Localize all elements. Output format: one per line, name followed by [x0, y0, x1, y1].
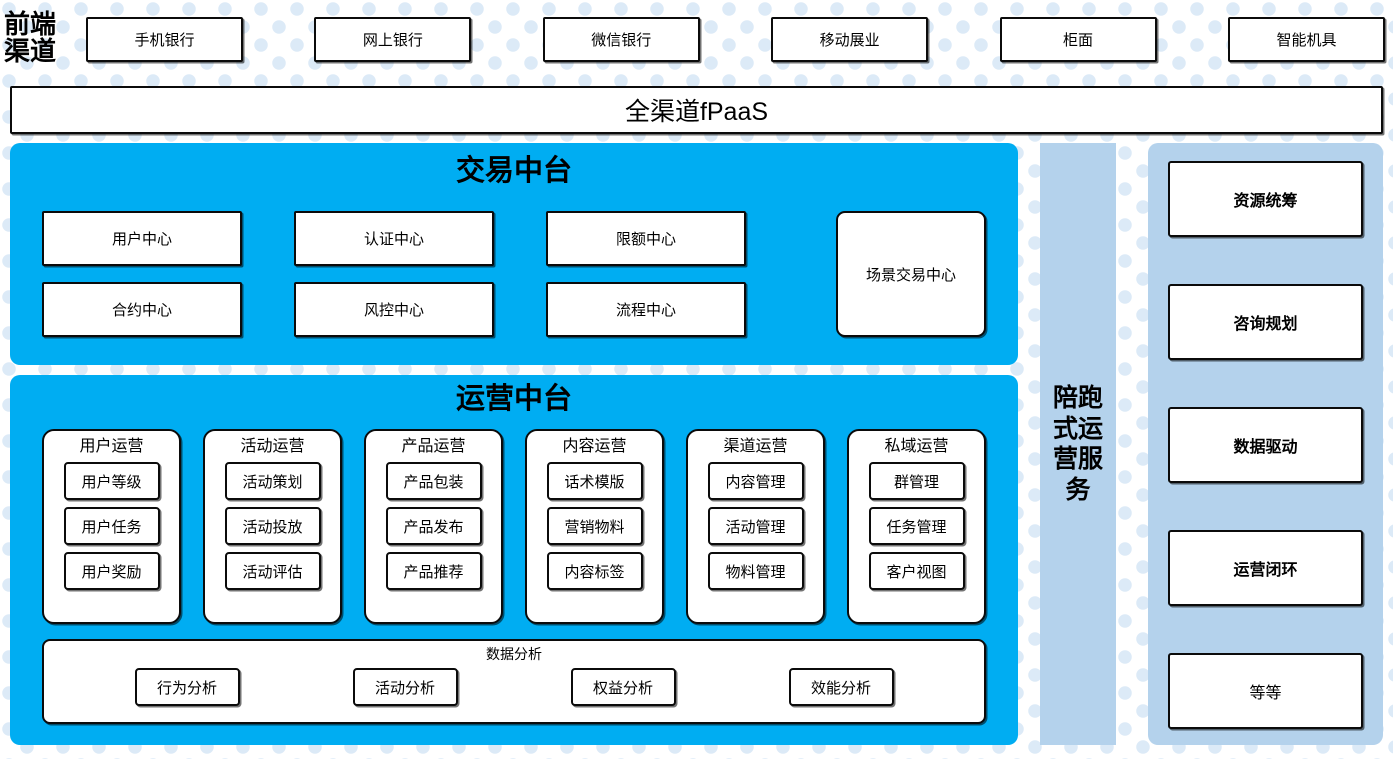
ops-item-customer-view[interactable]: 客户视图: [868, 552, 965, 591]
channel-title-line-2: 渠道: [4, 37, 57, 66]
trade-center-auth[interactable]: 认证中心: [294, 211, 494, 266]
channel-item-mobile-bank[interactable]: 手机银行: [86, 16, 243, 62]
ops-item-material-management[interactable]: 物料管理: [707, 552, 804, 591]
ops-column-private-domain-title: 私域运营: [884, 438, 949, 455]
ops-item-content-management[interactable]: 内容管理: [707, 462, 804, 501]
capability-item-resource-coordination[interactable]: 资源统筹: [1168, 161, 1363, 237]
ops-column-user[interactable]: 用户运营 用户等级 用户任务 用户奖励: [42, 429, 181, 624]
ops-column-product-title: 产品运营: [401, 438, 466, 455]
ops-column-content-title: 内容运营: [562, 438, 627, 455]
ops-item-campaign-evaluation[interactable]: 活动评估: [224, 552, 321, 591]
ops-item-product-recommend[interactable]: 产品推荐: [385, 552, 482, 591]
channel-title-line-1: 前端: [4, 10, 57, 40]
ops-column-campaign-title: 活动运营: [240, 438, 305, 455]
ops-column-product[interactable]: 产品运营 产品包装 产品发布 产品推荐: [364, 429, 503, 624]
trade-middle-platform-title: 交易中台: [455, 155, 572, 187]
channel-item-wechat-bank[interactable]: 微信银行: [542, 16, 700, 62]
omnichannel-fpaas-bar[interactable]: 全渠道fPaaS: [10, 86, 1383, 134]
trade-middle-platform-panel: 交易中台 用户中心 认证中心 限额中心 合约中心 风控中心 流程中心 场景交易中…: [10, 143, 1018, 365]
channel-item-online-bank[interactable]: 网上银行: [314, 16, 472, 62]
accompanying-operation-service-column: 陪跑式运营服务: [1040, 143, 1116, 745]
ops-item-campaign-delivery[interactable]: 活动投放: [224, 507, 321, 546]
capability-panel: 资源统筹 咨询规划 数据驱动 运营闭环 等等: [1148, 143, 1383, 745]
accompanying-operation-service-label: 陪跑式运营服务: [1052, 384, 1103, 504]
trade-center-process[interactable]: 流程中心: [546, 282, 746, 337]
ops-item-marketing-material[interactable]: 营销物料: [546, 507, 643, 546]
trade-center-limit[interactable]: 限额中心: [546, 211, 746, 266]
operation-column-list: 用户运营 用户等级 用户任务 用户奖励 活动运营 活动策划 活动投放 活动评估 …: [42, 429, 986, 624]
channel-item-mobile-business[interactable]: 移动展业: [771, 16, 929, 62]
ops-column-channel[interactable]: 渠道运营 内容管理 活动管理 物料管理: [686, 429, 825, 624]
capability-item-data-driven[interactable]: 数据驱动: [1168, 407, 1363, 483]
front-end-channel-title: 前端 渠道: [0, 12, 86, 65]
ops-item-user-reward[interactable]: 用户奖励: [63, 552, 160, 591]
data-analysis-behavior[interactable]: 行为分析: [134, 668, 240, 707]
data-analysis-efficiency[interactable]: 效能分析: [788, 668, 894, 707]
trade-center-contract[interactable]: 合约中心: [42, 282, 242, 337]
front-end-channel-row: 前端 渠道 手机银行 网上银行 微信银行 移动展业 柜面 智能机具: [0, 0, 1393, 78]
ops-column-user-title: 用户运营: [79, 438, 144, 455]
ops-column-channel-title: 渠道运营: [723, 438, 788, 455]
data-analysis-title: 数据分析: [486, 646, 542, 662]
ops-item-product-release[interactable]: 产品发布: [385, 507, 482, 546]
ops-item-script-template[interactable]: 话术模版: [546, 462, 643, 501]
ops-item-content-tag[interactable]: 内容标签: [546, 552, 643, 591]
ops-item-task-management[interactable]: 任务管理: [868, 507, 965, 546]
channel-box-list: 手机银行 网上银行 微信银行 移动展业 柜面 智能机具: [86, 16, 1393, 62]
ops-item-user-task[interactable]: 用户任务: [63, 507, 160, 546]
operation-middle-platform-title: 运营中台: [455, 383, 572, 415]
platform-stack: 交易中台 用户中心 认证中心 限额中心 合约中心 风控中心 流程中心 场景交易中…: [10, 143, 1018, 745]
ops-item-group-management[interactable]: 群管理: [868, 462, 965, 501]
capability-item-consulting-planning[interactable]: 咨询规划: [1168, 284, 1363, 360]
ops-item-campaign-management[interactable]: 活动管理: [707, 507, 804, 546]
main-area: 交易中台 用户中心 认证中心 限额中心 合约中心 风控中心 流程中心 场景交易中…: [0, 143, 1393, 745]
capability-item-etc[interactable]: 等等: [1168, 653, 1363, 729]
ops-column-content[interactable]: 内容运营 话术模版 营销物料 内容标签: [525, 429, 664, 624]
channel-item-counter[interactable]: 柜面: [999, 16, 1157, 62]
operation-middle-platform-panel: 运营中台 用户运营 用户等级 用户任务 用户奖励 活动运营 活动策划 活动投放 …: [10, 375, 1018, 745]
trade-center-risk[interactable]: 风控中心: [294, 282, 494, 337]
data-analysis-benefit[interactable]: 权益分析: [570, 668, 676, 707]
trade-center-list: 用户中心 认证中心 限额中心 合约中心 风控中心 流程中心: [42, 211, 802, 346]
ops-column-campaign[interactable]: 活动运营 活动策划 活动投放 活动评估: [203, 429, 342, 624]
ops-item-user-level[interactable]: 用户等级: [63, 462, 160, 501]
capability-item-operation-closed-loop[interactable]: 运营闭环: [1168, 530, 1363, 606]
trade-center-grid: 用户中心 认证中心 限额中心 合约中心 风控中心 流程中心 场景交易中心: [42, 211, 986, 346]
trade-center-scene[interactable]: 场景交易中心: [836, 211, 986, 337]
ops-item-campaign-planning[interactable]: 活动策划: [224, 462, 321, 501]
channel-item-smart-machine[interactable]: 智能机具: [1227, 16, 1385, 62]
data-analysis-campaign[interactable]: 活动分析: [352, 668, 458, 707]
data-analysis-item-list: 行为分析 活动分析 权益分析 效能分析: [44, 662, 984, 707]
ops-item-product-packaging[interactable]: 产品包装: [385, 462, 482, 501]
data-analysis-group[interactable]: 数据分析 行为分析 活动分析 权益分析 效能分析: [42, 639, 986, 724]
trade-center-user[interactable]: 用户中心: [42, 211, 242, 266]
ops-column-private-domain[interactable]: 私域运营 群管理 任务管理 客户视图: [847, 429, 986, 624]
